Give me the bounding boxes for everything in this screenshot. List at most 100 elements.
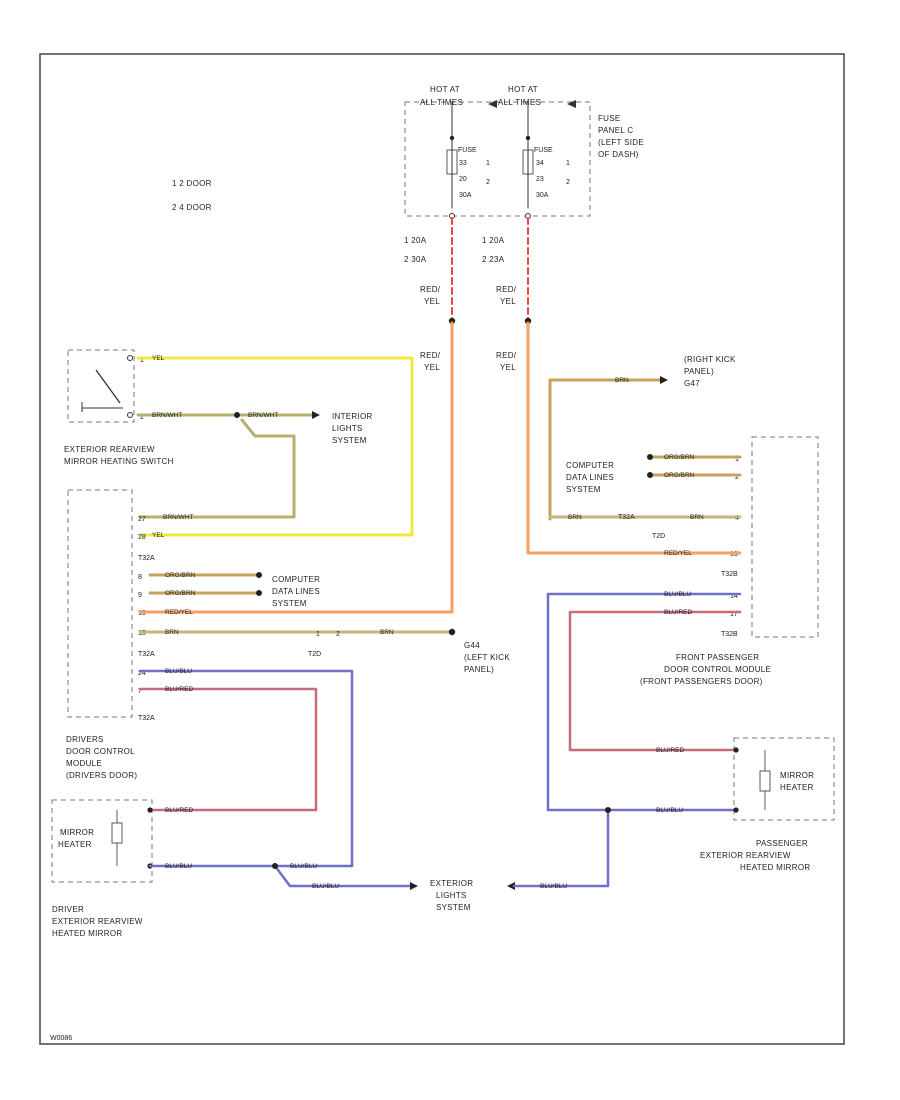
- t32b-label-2: T32B: [721, 631, 738, 638]
- t32b-label-1: T32B: [721, 571, 738, 578]
- wire-label-org-brn-r2: ORG/BRN: [664, 472, 695, 479]
- g44-2: (LEFT KICK: [464, 653, 510, 662]
- right-kick-1: (RIGHT KICK: [684, 355, 736, 364]
- wire-blu-blu-ext-right: [512, 808, 610, 888]
- fuse-a-num: 33: [459, 160, 467, 167]
- passenger-mirror-heater: MIRROR HEATER: [733, 737, 835, 821]
- heating-switch-label-1: EXTERIOR REARVIEW: [64, 445, 155, 454]
- wire-label-blu-blu-1: BLU/BLU: [165, 668, 192, 675]
- fuse-panel: HOT AT ALL TIMES HOT AT ALL TIMES FUSE P…: [404, 85, 644, 219]
- mirror-heating-switch: 1 2: [67, 349, 144, 423]
- wire-label-org-brn-r1: ORG/BRN: [664, 454, 695, 461]
- passenger-module-3: (FRONT PASSENGERS DOOR): [640, 677, 763, 686]
- wire-label-blu-blu-3: BLU/BLU: [290, 863, 317, 870]
- wire-label-blu-red-r1: BLU/RED: [664, 609, 692, 616]
- computer-right-2: DATA LINES: [566, 473, 614, 482]
- fuse-a-pin2: 2: [486, 179, 490, 186]
- passenger-mirror-1: PASSENGER: [756, 839, 808, 848]
- fuse-b-num: 34: [536, 160, 544, 167]
- fuse-a-num2: 20: [459, 176, 467, 183]
- mirror-heater-right-1: MIRROR: [780, 771, 814, 780]
- driver-module-1: DRIVERS: [66, 735, 104, 744]
- wire-red-yel-right: [526, 321, 742, 555]
- right-kick-3: G47: [684, 379, 700, 388]
- passenger-door-module: 1 2 4 16 14 17 T32B T32B: [721, 436, 819, 638]
- computer-right-3: SYSTEM: [566, 485, 601, 494]
- t2d-label-right: T2D: [652, 533, 665, 540]
- driver-module-3: MODULE: [66, 759, 102, 768]
- mirror-heater-left-1: MIRROR: [60, 828, 94, 837]
- fuse-a-symbol: [446, 149, 458, 175]
- mirror-heater-right-2: HEATER: [780, 783, 814, 792]
- wire-label-red-yel-4b: YEL: [500, 363, 516, 372]
- wire-brn-wht-drop: [138, 418, 296, 519]
- r-pin-17: 17: [730, 611, 738, 618]
- interior-lights-3: SYSTEM: [332, 436, 367, 445]
- driver-module-2: DOOR CONTROL: [66, 747, 135, 756]
- fuse-a-pin1: 1: [486, 160, 490, 167]
- wire-label-org-brn-2: ORG/BRN: [165, 590, 196, 597]
- pin-8: 8: [138, 574, 142, 581]
- passenger-mirror-2: EXTERIOR REARVIEW: [700, 851, 791, 860]
- mirror-heater-left-2: HEATER: [58, 840, 92, 849]
- rating-b-2: 2 23A: [482, 255, 505, 264]
- footer-code: W0086: [50, 1035, 72, 1042]
- computer-right-1: COMPUTER: [566, 461, 614, 470]
- pin-27: 27: [138, 516, 146, 523]
- wire-brn-g47: [548, 378, 664, 521]
- fuse-panel-label-1: FUSE: [598, 114, 621, 123]
- fuse-b-num2: 23: [536, 176, 544, 183]
- computer-left-3: SYSTEM: [272, 599, 307, 608]
- t2d-pin-2: 2: [336, 631, 340, 638]
- fuse-b-name: FUSE: [534, 147, 553, 154]
- wire-label-brn-wht: BRN/WHT: [152, 412, 182, 419]
- wire-label-blu-blu-r2: BLU/BLU: [656, 807, 683, 814]
- wire-label-red-yel-1b: YEL: [424, 297, 440, 306]
- wire-blu-red-left: [138, 687, 318, 812]
- t2d-label: T2D: [308, 651, 321, 658]
- exterior-lights-3: SYSTEM: [436, 903, 471, 912]
- wire-label-blu-red-2: BLU/RED: [165, 807, 193, 814]
- passenger-mirror-3: HEATED MIRROR: [740, 863, 810, 872]
- wire-label-red-yel-2a: RED/: [496, 285, 517, 294]
- pin-28: 28: [138, 534, 146, 541]
- r-pin-1: 1: [735, 456, 739, 463]
- wire-label-brn-r3: BRN: [690, 514, 704, 521]
- hot-label-2-line1: HOT AT: [508, 85, 538, 94]
- wire-label-red-yel-r: RED/YEL: [664, 550, 692, 557]
- driver-mirror-1: DRIVER: [52, 905, 84, 914]
- t32-left-label: T32A: [618, 514, 635, 521]
- fuse-a-amp: 30A: [459, 192, 472, 199]
- wire-blu-blu-mirror-left: [148, 864, 414, 888]
- legend-2-door: 1 2 DOOR: [172, 179, 212, 188]
- wire-label-blu-blu-5: BLU/BLU: [540, 883, 567, 890]
- wire-label-red-yel-4a: RED/: [496, 351, 517, 360]
- fuse-b-pin2: 2: [566, 179, 570, 186]
- wire-label-blu-blu-2: BLU/BLU: [165, 863, 192, 870]
- hot-label-1-line1: HOT AT: [430, 85, 460, 94]
- hot-label-1-line2: ALL TIMES: [420, 98, 463, 107]
- wire-label-blu-red-1: BLU/RED: [165, 686, 193, 693]
- wire-label-brn-wht-2: BRN/WHT: [248, 412, 278, 419]
- wire-blu-blu-right: [546, 592, 742, 812]
- g44-1: G44: [464, 641, 480, 650]
- wire-label-blu-blu-r1: BLU/BLU: [664, 591, 691, 598]
- driver-mirror-3: HEATED MIRROR: [52, 929, 122, 938]
- wire-label-brn-2: BRN: [380, 629, 394, 636]
- legend-4-door: 2 4 DOOR: [172, 203, 212, 212]
- wire-blu-blu-left: [138, 669, 354, 868]
- t2d-pin-1: 1: [316, 631, 320, 638]
- driver-mirror-heater: MIRROR HEATER: [51, 799, 153, 883]
- fuse-panel-label-2: PANEL C: [598, 126, 633, 135]
- t32a-label-1: T32A: [138, 555, 155, 562]
- exterior-lights-1: EXTERIOR: [430, 879, 473, 888]
- computer-left-2: DATA LINES: [272, 587, 320, 596]
- t32a-label-2: T32A: [138, 651, 155, 658]
- wire-label-red-yel-h: RED/YEL: [165, 609, 193, 616]
- wire-label-brn-1: BRN: [165, 629, 179, 636]
- wire-label-red-yel-1a: RED/: [420, 285, 441, 294]
- passenger-module-2: DOOR CONTROL MODULE: [664, 665, 771, 674]
- wire-label-brn-r2: BRN: [568, 514, 582, 521]
- fuse-b-symbol: [522, 149, 534, 175]
